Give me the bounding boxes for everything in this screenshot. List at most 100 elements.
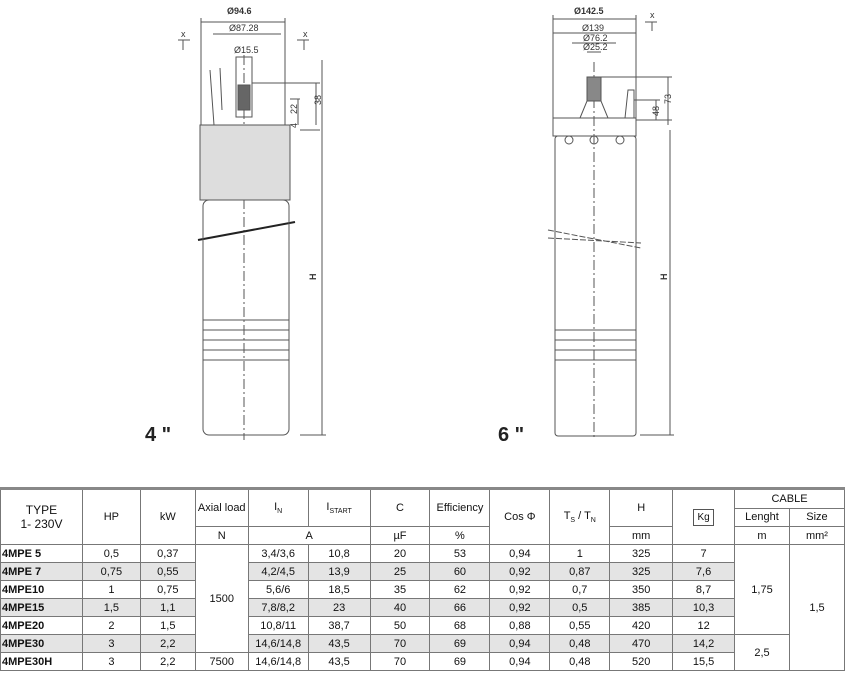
unit-current: A [247, 526, 371, 545]
cell-tstn: 0,87 [549, 562, 611, 581]
cell-istart: 10,8 [307, 544, 371, 563]
cell-tstn: 0,55 [549, 616, 611, 635]
cell-h: 325 [609, 562, 674, 581]
cell-axial: 1500 [194, 544, 249, 653]
cell-kg: 8,7 [672, 580, 736, 599]
dim-h: H [308, 274, 318, 281]
cell-c: 50 [369, 616, 431, 635]
unit-h: mm [609, 526, 674, 545]
cell-kg: 14,2 [672, 634, 736, 653]
cell-kg: 12 [672, 616, 736, 635]
cell-c: 70 [369, 634, 431, 653]
cell-in: 7,8/8,2 [247, 598, 309, 617]
cell-kw: 1,1 [139, 598, 196, 617]
header-length: Lenght [734, 507, 790, 527]
cell-eff: 53 [429, 544, 491, 563]
header-cos: Cos Φ [489, 487, 551, 545]
cell-in: 5,6/6 [247, 580, 309, 599]
cell-hp: 0,75 [81, 562, 141, 581]
cell-type: 4MPE15 [0, 598, 83, 617]
cell-cos: 0,88 [489, 616, 551, 635]
section-x: x [303, 29, 308, 39]
cell-size: 1,5 [788, 544, 845, 671]
dim-h: H [659, 274, 669, 281]
cell-length: 2,5 [734, 634, 790, 671]
cell-istart: 38,7 [307, 616, 371, 635]
cell-type: 4MPE10 [0, 580, 83, 599]
cell-in: 3,4/3,6 [247, 544, 309, 563]
cell-type: 4MPE20 [0, 616, 83, 635]
cell-cos: 0,92 [489, 580, 551, 599]
cell-c: 40 [369, 598, 431, 617]
unit-c: µF [369, 526, 431, 545]
cell-kg: 7 [672, 544, 736, 563]
cell-c: 35 [369, 580, 431, 599]
cell-cos: 0,92 [489, 562, 551, 581]
dim-139: Ø139 [582, 23, 604, 33]
cell-hp: 0,5 [81, 544, 141, 563]
dim-38: 38 [313, 95, 323, 105]
cell-istart: 43,5 [307, 652, 371, 671]
cell-eff: 60 [429, 562, 491, 581]
cell-in: 14,6/14,8 [247, 652, 309, 671]
dim-73: 73 [663, 94, 673, 104]
cell-tstn: 0,48 [549, 652, 611, 671]
cell-kw: 0,37 [139, 544, 196, 563]
header-size: Size [788, 507, 845, 527]
header-weight: Kg [672, 487, 736, 545]
cell-h: 520 [609, 652, 674, 671]
cell-hp: 2 [81, 616, 141, 635]
cell-in: 10,8/11 [247, 616, 309, 635]
cell-tstn: 1 [549, 544, 611, 563]
cell-type: 4MPE 7 [0, 562, 83, 581]
cell-hp: 1,5 [81, 598, 141, 617]
cell-type: 4MPE30H [0, 652, 83, 671]
cell-tstn: 0,48 [549, 634, 611, 653]
cell-c: 70 [369, 652, 431, 671]
dim-87-28: Ø87.28 [229, 23, 259, 33]
cell-eff: 66 [429, 598, 491, 617]
cell-hp: 3 [81, 652, 141, 671]
cell-cos: 0,92 [489, 598, 551, 617]
cell-h: 325 [609, 544, 674, 563]
cell-eff: 69 [429, 634, 491, 653]
section-x: x [650, 10, 655, 20]
cell-istart: 43,5 [307, 634, 371, 653]
cell-kw: 1,5 [139, 616, 196, 635]
cell-kg: 15,5 [672, 652, 736, 671]
cell-cos: 0,94 [489, 652, 551, 671]
unit-axial: N [194, 526, 249, 545]
cell-eff: 62 [429, 580, 491, 599]
unit-length: m [734, 526, 790, 545]
header-istart: ISTART [307, 487, 371, 527]
dim-76-2: Ø76.2 [583, 33, 608, 43]
cell-kw: 0,55 [139, 562, 196, 581]
header-cable: CABLE [734, 487, 845, 509]
dim-142-5: Ø142.5 [574, 6, 604, 16]
label-6-inch: 6 " [498, 424, 525, 446]
cell-istart: 23 [307, 598, 371, 617]
cell-tstn: 0,7 [549, 580, 611, 599]
dim-15-5: Ø15.5 [234, 45, 259, 55]
cell-h: 470 [609, 634, 674, 653]
cell-type: 4MPE 5 [0, 544, 83, 563]
dim-22: 22 [289, 104, 299, 114]
cell-istart: 18,5 [307, 580, 371, 599]
technical-drawings: Ø94.6 Ø87.28 Ø15.5 38 22 4 H x x Ø142.5 … [178, 6, 674, 440]
unit-eff: % [429, 526, 491, 545]
header-h: H [609, 487, 674, 527]
section-x: x [181, 29, 186, 39]
header-ts-tn: TS / TN [549, 487, 611, 545]
cell-c: 25 [369, 562, 431, 581]
header-in: IN [247, 487, 309, 527]
cell-in: 4,2/4,5 [247, 562, 309, 581]
cell-kw: 2,2 [139, 634, 196, 653]
